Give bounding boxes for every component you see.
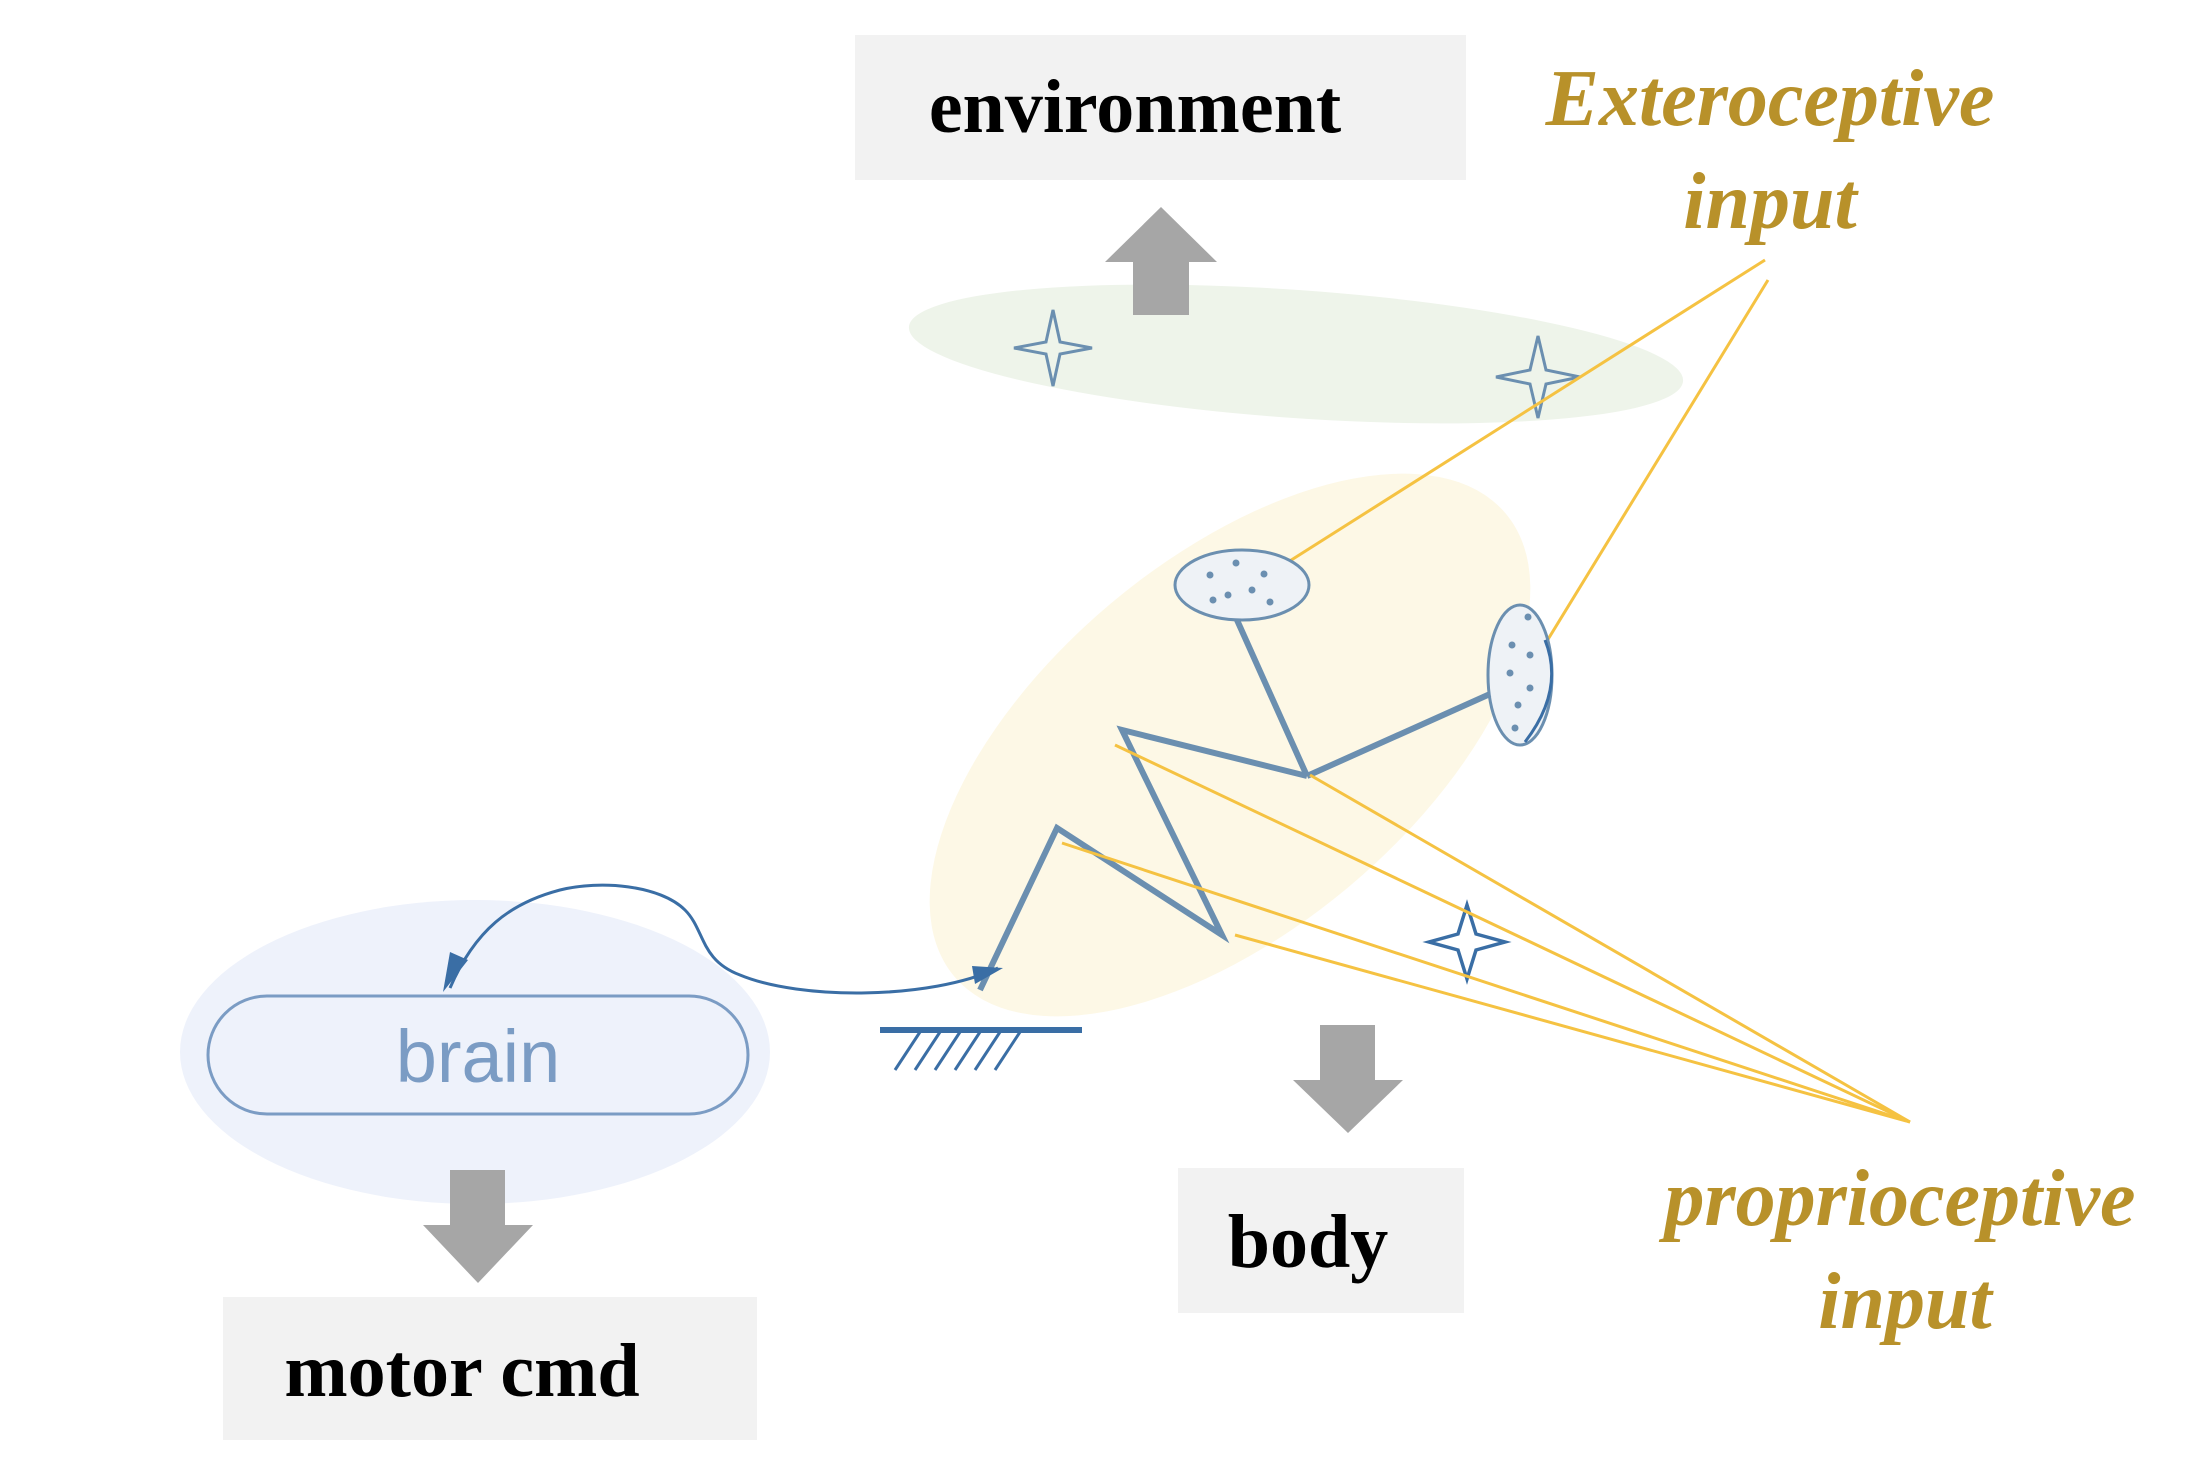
environment-region	[908, 284, 1684, 424]
body-box	[1178, 1168, 1464, 1313]
stick-figure-neck	[1234, 618, 1310, 778]
motor-cmd-box	[223, 1297, 757, 1440]
star-icon	[1422, 899, 1512, 985]
stick-figure-limb-chain	[977, 725, 1308, 992]
motor-cmd-label: motor cmd	[284, 1329, 639, 1413]
hand-receptor-dots	[1506, 613, 1534, 732]
head-receptor-dots	[1206, 559, 1274, 606]
exteroceptive-label-line1: Exteroceptive	[1545, 55, 1995, 143]
brain-box	[206, 994, 750, 1116]
ground-hatch-icon	[893, 1031, 1022, 1071]
environment-box	[855, 35, 1466, 180]
arrow-down-icon	[1293, 1025, 1403, 1133]
exteroceptive-label-line2: input	[1683, 158, 1859, 246]
star-icon	[1013, 309, 1093, 387]
head-receptor	[1173, 548, 1311, 622]
hand-receptor	[1486, 603, 1554, 747]
proprioceptive-label-line2: input	[1818, 1258, 1994, 1346]
environment-label: environment	[929, 65, 1341, 149]
proprioceptive-leader-lines	[1061, 743, 1911, 1124]
body-label: body	[1228, 1200, 1389, 1284]
arrowhead-to-brain	[443, 952, 468, 992]
brain-label: brain	[396, 1015, 561, 1098]
star-icon	[1495, 335, 1581, 419]
arrow-down-icon	[423, 1170, 533, 1283]
arrow-up-icon	[1105, 207, 1217, 315]
arrowhead-to-body	[972, 966, 1003, 984]
proprioceptive-label-line1: proprioceptive	[1659, 1155, 2136, 1243]
stick-figure-arm	[1305, 691, 1492, 779]
body-region	[929, 473, 1531, 1017]
exteroceptive-leader-line	[1254, 258, 1766, 585]
exteroceptive-leader-line	[1526, 279, 1770, 673]
body-feedback-curve	[448, 883, 999, 995]
